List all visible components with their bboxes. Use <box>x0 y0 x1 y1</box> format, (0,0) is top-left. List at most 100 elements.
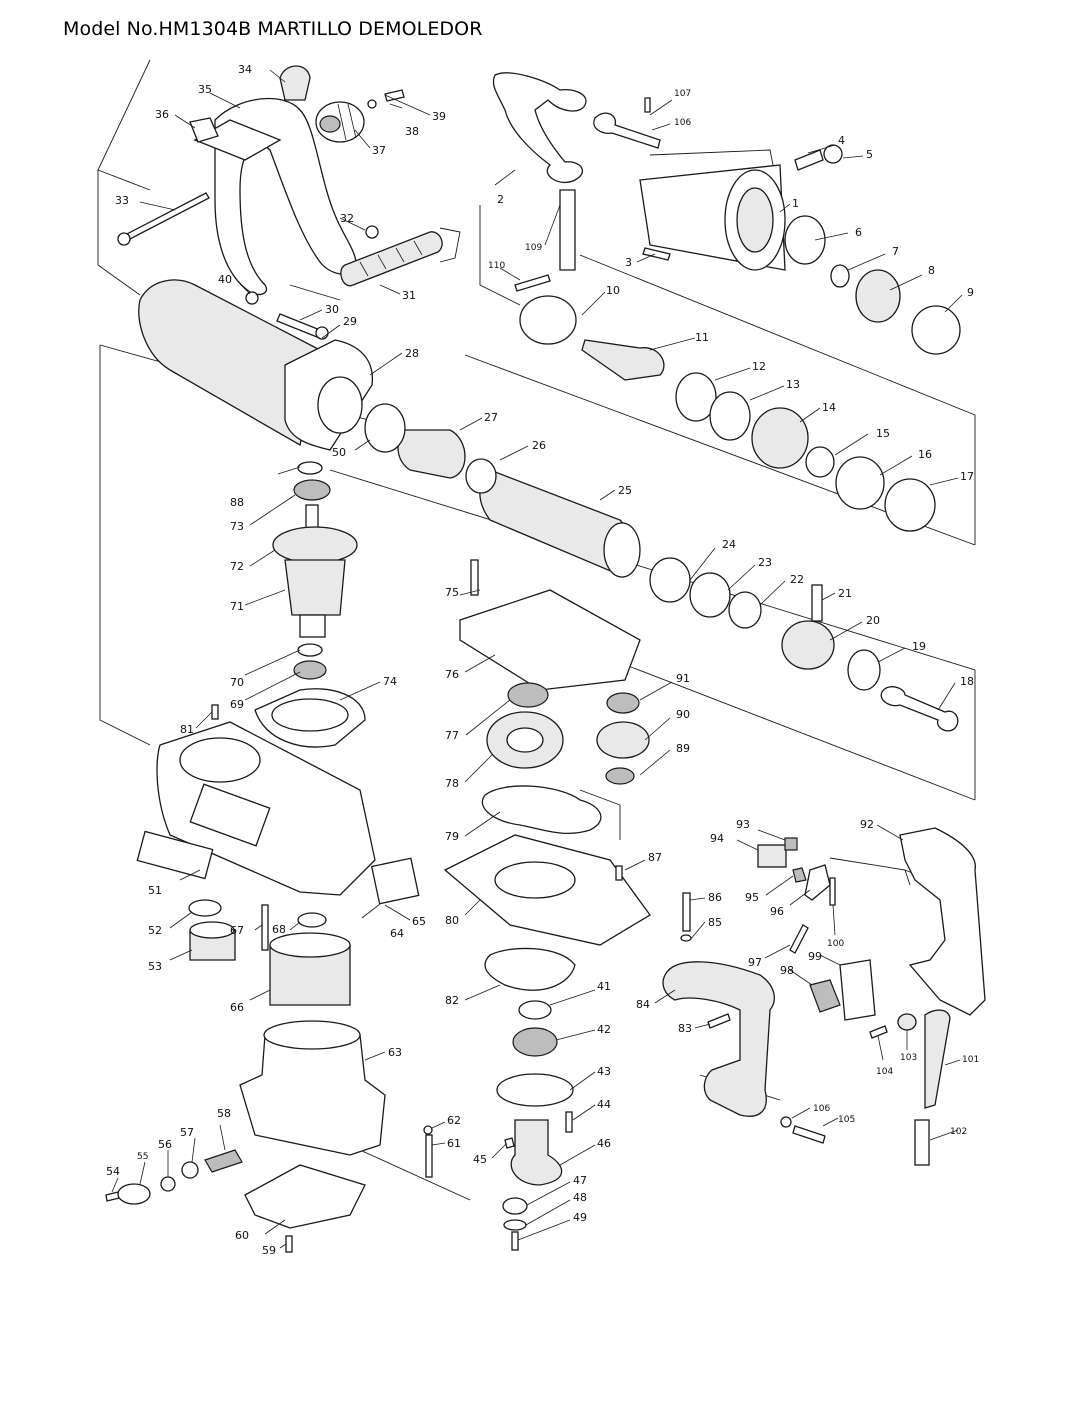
tool-holder-assembly <box>492 72 961 381</box>
part-label-78: 78 <box>445 777 459 790</box>
terminal-93 <box>784 837 798 851</box>
switch-cover-92 <box>899 827 986 1016</box>
part-label-46: 46 <box>597 1137 611 1150</box>
part-label-108: 106 <box>674 118 691 128</box>
armature-71 <box>284 559 346 616</box>
washer-38 <box>367 99 377 109</box>
part-label-40: 40 <box>218 273 232 286</box>
part-label-26: 26 <box>532 439 546 452</box>
part-label-6: 6 <box>855 226 862 239</box>
cord-guard-101 <box>924 1009 951 1109</box>
screw-59 <box>285 1235 293 1253</box>
o-ring-50 <box>364 403 406 453</box>
part-label-72: 72 <box>230 560 244 573</box>
part-label-37: 37 <box>372 144 386 157</box>
part-label-52: 52 <box>148 924 162 937</box>
part-label-106b: 106 <box>813 1104 830 1114</box>
part-label-61: 61 <box>447 1137 461 1150</box>
part-label-90: 90 <box>676 708 690 721</box>
part-label-48: 48 <box>573 1191 587 1204</box>
part-label-18: 18 <box>960 675 974 688</box>
part-label-67: 67 <box>230 924 244 937</box>
handle-assembly <box>117 65 443 340</box>
knob-34 <box>279 65 311 101</box>
handle-bracket-35 <box>193 119 282 161</box>
washer-85 <box>680 934 692 942</box>
nut-40 <box>245 291 259 305</box>
rear-handle-84 <box>662 961 775 1117</box>
screw-39 <box>384 89 405 102</box>
lever-2 <box>492 72 587 184</box>
part-label-81: 81 <box>180 723 194 736</box>
part-label-8: 8 <box>928 264 935 277</box>
screw-83 <box>707 1013 731 1029</box>
brush-holder-parts <box>105 1125 433 1253</box>
part-label-55: 55 <box>137 1152 148 1162</box>
clamp-block-36 <box>189 117 219 143</box>
cylinder-housing-28 <box>138 279 373 451</box>
part-label-24: 24 <box>722 538 736 551</box>
part-label-107: 107 <box>674 89 691 99</box>
washer-7 <box>830 264 850 288</box>
part-label-98: 98 <box>780 964 794 977</box>
part-label-86: 86 <box>708 891 722 904</box>
part-label-100: 100 <box>827 939 844 949</box>
o-ring-13 <box>709 391 751 441</box>
part-label-64: 64 <box>390 927 404 940</box>
part-label-23: 23 <box>758 556 772 569</box>
screw-67 <box>261 904 269 951</box>
pin-109 <box>559 189 576 271</box>
part-label-66: 66 <box>230 1001 244 1014</box>
part-label-93: 93 <box>736 818 750 831</box>
cap-5 <box>823 144 843 164</box>
bearing-89 <box>605 767 635 785</box>
part-label-70: 70 <box>230 676 244 689</box>
part-label-41: 41 <box>597 980 611 993</box>
washer-62 <box>423 1125 433 1135</box>
part-label-65: 65 <box>412 915 426 928</box>
part-number-labels: 34 35 36 39 38 37 33 32 31 40 30 29 28 5… <box>106 63 979 1257</box>
part-label-102-visible: 102 <box>950 1127 967 1137</box>
part-label-79: 79 <box>445 830 459 843</box>
piston-20 <box>781 620 835 670</box>
ring-22 <box>728 591 762 629</box>
washer-68 <box>297 912 327 928</box>
part-label-76: 76 <box>445 668 459 681</box>
part-label-35: 35 <box>198 83 212 96</box>
ring-17 <box>884 478 936 532</box>
part-label-110: 110 <box>488 261 505 271</box>
switch-handle-assembly <box>662 827 986 1166</box>
part-label-101: 101 <box>962 1055 979 1065</box>
switch-94 <box>757 844 787 868</box>
part-label-59: 59 <box>262 1244 276 1257</box>
ring-6 <box>784 215 826 265</box>
crank-shaft-46 <box>510 1119 563 1186</box>
part-95 <box>792 867 807 883</box>
part-label-51: 51 <box>148 884 162 897</box>
pin-81 <box>211 704 219 720</box>
part-label-2: 2 <box>497 193 504 206</box>
striker-11 <box>581 339 665 381</box>
leader-lines <box>111 69 963 1249</box>
o-ring-19 <box>847 649 881 691</box>
part-label-38: 38 <box>405 125 419 138</box>
part-label-50: 50 <box>332 446 346 459</box>
part-label-34: 34 <box>238 63 252 76</box>
part-label-15: 15 <box>876 427 890 440</box>
connecting-rod-18 <box>880 686 959 732</box>
part-label-99: 99 <box>808 950 822 963</box>
bearing-holder-43 <box>496 1073 574 1107</box>
part-label-87: 87 <box>648 851 662 864</box>
screw-105 <box>792 1125 826 1144</box>
part-label-17: 17 <box>960 470 974 483</box>
crank-shaft-parts <box>496 1000 574 1251</box>
fan-72 <box>272 526 358 564</box>
part-label-105: 105 <box>838 1115 855 1125</box>
part-label-42: 42 <box>597 1023 611 1036</box>
part-label-13: 13 <box>786 378 800 391</box>
nut-32 <box>365 225 379 239</box>
cord-102 <box>914 1119 930 1166</box>
part-label-9: 9 <box>967 286 974 299</box>
part-label-94: 94 <box>710 832 724 845</box>
